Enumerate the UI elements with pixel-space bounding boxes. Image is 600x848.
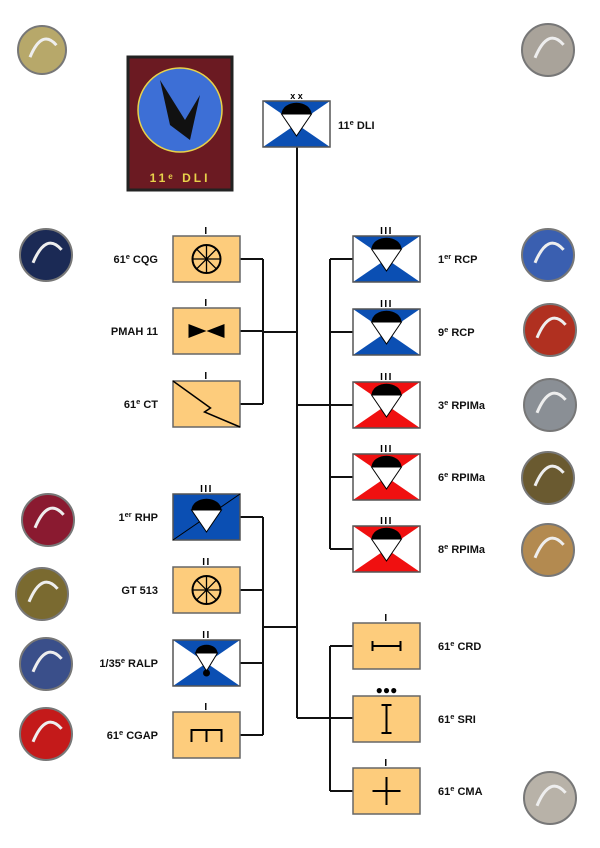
unit-label: 61e SRI bbox=[438, 712, 476, 726]
echelon-mark: I bbox=[204, 298, 208, 309]
parachute-body-icon bbox=[370, 394, 403, 418]
unit-label: 61e CRD bbox=[438, 639, 481, 653]
parachute-body-icon bbox=[190, 509, 223, 533]
aviation-bowtie-icon bbox=[188, 324, 207, 338]
echelon-mark: III bbox=[380, 226, 393, 237]
unit-label: 61e CT bbox=[124, 397, 158, 411]
recon-icon bbox=[371, 641, 402, 651]
parachute-body-icon bbox=[370, 466, 403, 490]
parachute-lines-icon bbox=[194, 652, 219, 672]
parachute-canopy-icon bbox=[371, 527, 402, 539]
unit-label: 1/35e RALP bbox=[99, 656, 158, 670]
regiment-badge-left bbox=[19, 707, 73, 761]
para-badge-top-right bbox=[521, 23, 575, 77]
echelon-mark: I bbox=[204, 702, 208, 713]
regiment-badge-right bbox=[523, 303, 577, 357]
echelon-mark: III bbox=[200, 484, 213, 495]
unit-symbol: III bbox=[172, 484, 241, 541]
unit-label: 9e RCP bbox=[438, 325, 475, 339]
echelon-mark: III bbox=[380, 299, 393, 310]
unit-symbol: III bbox=[352, 516, 421, 573]
echelon-mark: II bbox=[202, 630, 211, 641]
patch-lettering: 11ᵉ DLI bbox=[150, 171, 211, 185]
patch-field bbox=[137, 67, 223, 153]
parachute-canopy-icon bbox=[281, 102, 312, 114]
para-badge-top-left bbox=[17, 25, 67, 75]
parachute-body-icon bbox=[370, 248, 403, 272]
unit-symbol: III bbox=[352, 372, 421, 429]
echelon-mark: x x bbox=[290, 91, 303, 101]
unit-label: GT 513 bbox=[121, 585, 158, 597]
artillery-dot-icon bbox=[203, 669, 210, 677]
regiment-badge-left bbox=[21, 493, 75, 547]
unit-symbol: I bbox=[172, 702, 241, 759]
parachute-canopy-icon bbox=[371, 383, 402, 395]
echelon-mark: I bbox=[384, 613, 388, 624]
regiment-badge-left bbox=[15, 567, 69, 621]
eagle-icon bbox=[160, 80, 200, 140]
unit-symbol: I bbox=[172, 371, 241, 428]
unit-label: 61e CGAP bbox=[107, 728, 158, 742]
parachute-body-icon bbox=[370, 538, 403, 562]
unit-label: 8e RPIMa bbox=[438, 542, 486, 556]
echelon-mark: I bbox=[204, 371, 208, 382]
regiment-badge-right bbox=[523, 378, 577, 432]
parachute-body-icon bbox=[370, 321, 403, 345]
unit-symbol: I bbox=[352, 758, 421, 815]
unit-symbol: I bbox=[172, 226, 241, 283]
unit-label: 3e RPIMa bbox=[438, 398, 486, 412]
unit-label: 61e CMA bbox=[438, 784, 483, 798]
intel-icon bbox=[381, 704, 392, 734]
division-symbol: x x bbox=[262, 91, 331, 148]
echelon-mark: III bbox=[380, 516, 393, 527]
unit-symbol: III bbox=[352, 299, 421, 356]
unit-symbol: ●●● bbox=[352, 683, 421, 743]
echelon-mark: ●●● bbox=[376, 683, 398, 697]
signal-lightning-icon bbox=[172, 380, 241, 428]
regiment-badge-left bbox=[19, 228, 73, 282]
unit-label: 6e RPIMa bbox=[438, 470, 486, 484]
medical-cross-icon bbox=[372, 777, 401, 805]
unit-label: PMAH 11 bbox=[111, 326, 158, 338]
parachute-canopy-icon bbox=[371, 310, 402, 322]
unit-label: 61e CQG bbox=[113, 252, 158, 266]
parachute-body-icon bbox=[280, 113, 313, 137]
echelon-mark: I bbox=[204, 226, 208, 237]
unit-label: 1er RHP bbox=[119, 510, 159, 524]
regiment-badge-right bbox=[521, 451, 575, 505]
echelon-mark: III bbox=[380, 372, 393, 383]
unit-label: 1er RCP bbox=[438, 252, 478, 266]
parachute-canopy-icon bbox=[371, 237, 402, 249]
parachute-canopy-icon bbox=[371, 455, 402, 467]
regiment-badge-right bbox=[521, 523, 575, 577]
unit-symbol: I bbox=[172, 298, 241, 355]
parachute-canopy-icon bbox=[191, 498, 222, 510]
regiment-badge-right bbox=[521, 228, 575, 282]
regiment-badge-right bbox=[523, 771, 577, 825]
division-patch: 11ᵉ DLI bbox=[126, 55, 234, 192]
parachute-canopy-icon bbox=[195, 644, 218, 653]
echelon-mark: III bbox=[380, 444, 393, 455]
unit-symbol: II bbox=[172, 630, 241, 687]
unit-symbol: III bbox=[352, 226, 421, 283]
echelon-mark: I bbox=[384, 758, 388, 769]
unit-label: 11e DLI bbox=[338, 118, 375, 132]
regiment-badge-left bbox=[19, 637, 73, 691]
unit-symbol: I bbox=[352, 613, 421, 670]
unit-symbol: III bbox=[352, 444, 421, 501]
unit-symbol: II bbox=[172, 557, 241, 614]
echelon-mark: II bbox=[202, 557, 211, 568]
